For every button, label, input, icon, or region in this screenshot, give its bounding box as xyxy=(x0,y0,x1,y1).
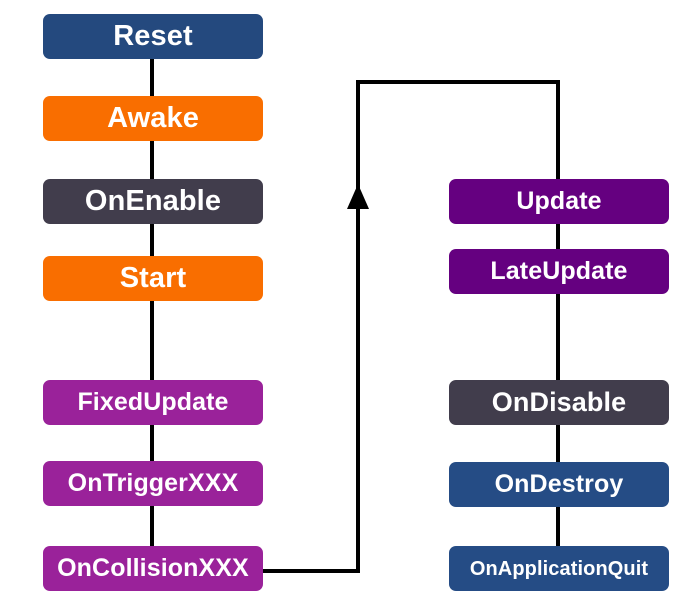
node-label-on-collision-xxx: OnCollisionXXX xyxy=(57,554,249,582)
node-awake[interactable]: Awake xyxy=(43,96,263,141)
node-label-reset: Reset xyxy=(113,20,193,52)
node-start[interactable]: Start xyxy=(43,256,263,301)
node-update[interactable]: Update xyxy=(449,179,669,224)
node-on-collision-xxx[interactable]: OnCollisionXXX xyxy=(43,546,263,591)
node-on-enable[interactable]: OnEnable xyxy=(43,179,263,224)
node-label-on-disable: OnDisable xyxy=(491,387,627,417)
node-label-start: Start xyxy=(119,262,187,294)
node-label-on-application-quit: OnApplicationQuit xyxy=(469,557,649,580)
node-label-on-destroy: OnDestroy xyxy=(494,470,624,498)
node-late-update[interactable]: LateUpdate xyxy=(449,249,669,294)
node-label-fixed-update: FixedUpdate xyxy=(77,388,229,416)
node-label-late-update: LateUpdate xyxy=(490,257,628,285)
node-on-disable[interactable]: OnDisable xyxy=(449,380,669,425)
node-label-on-enable: OnEnable xyxy=(84,185,222,217)
node-label-update: Update xyxy=(516,187,602,215)
node-on-application-quit[interactable]: OnApplicationQuit xyxy=(449,546,669,591)
node-on-trigger-xxx[interactable]: OnTriggerXXX xyxy=(43,461,263,506)
arrowhead-loop-arrowhead xyxy=(347,184,369,209)
node-reset[interactable]: Reset xyxy=(43,14,263,59)
node-label-awake: Awake xyxy=(107,102,199,134)
node-fixed-update[interactable]: FixedUpdate xyxy=(43,380,263,425)
loop-arrowhead xyxy=(347,184,369,209)
node-on-destroy[interactable]: OnDestroy xyxy=(449,462,669,507)
node-label-on-trigger-xxx: OnTriggerXXX xyxy=(67,469,239,497)
